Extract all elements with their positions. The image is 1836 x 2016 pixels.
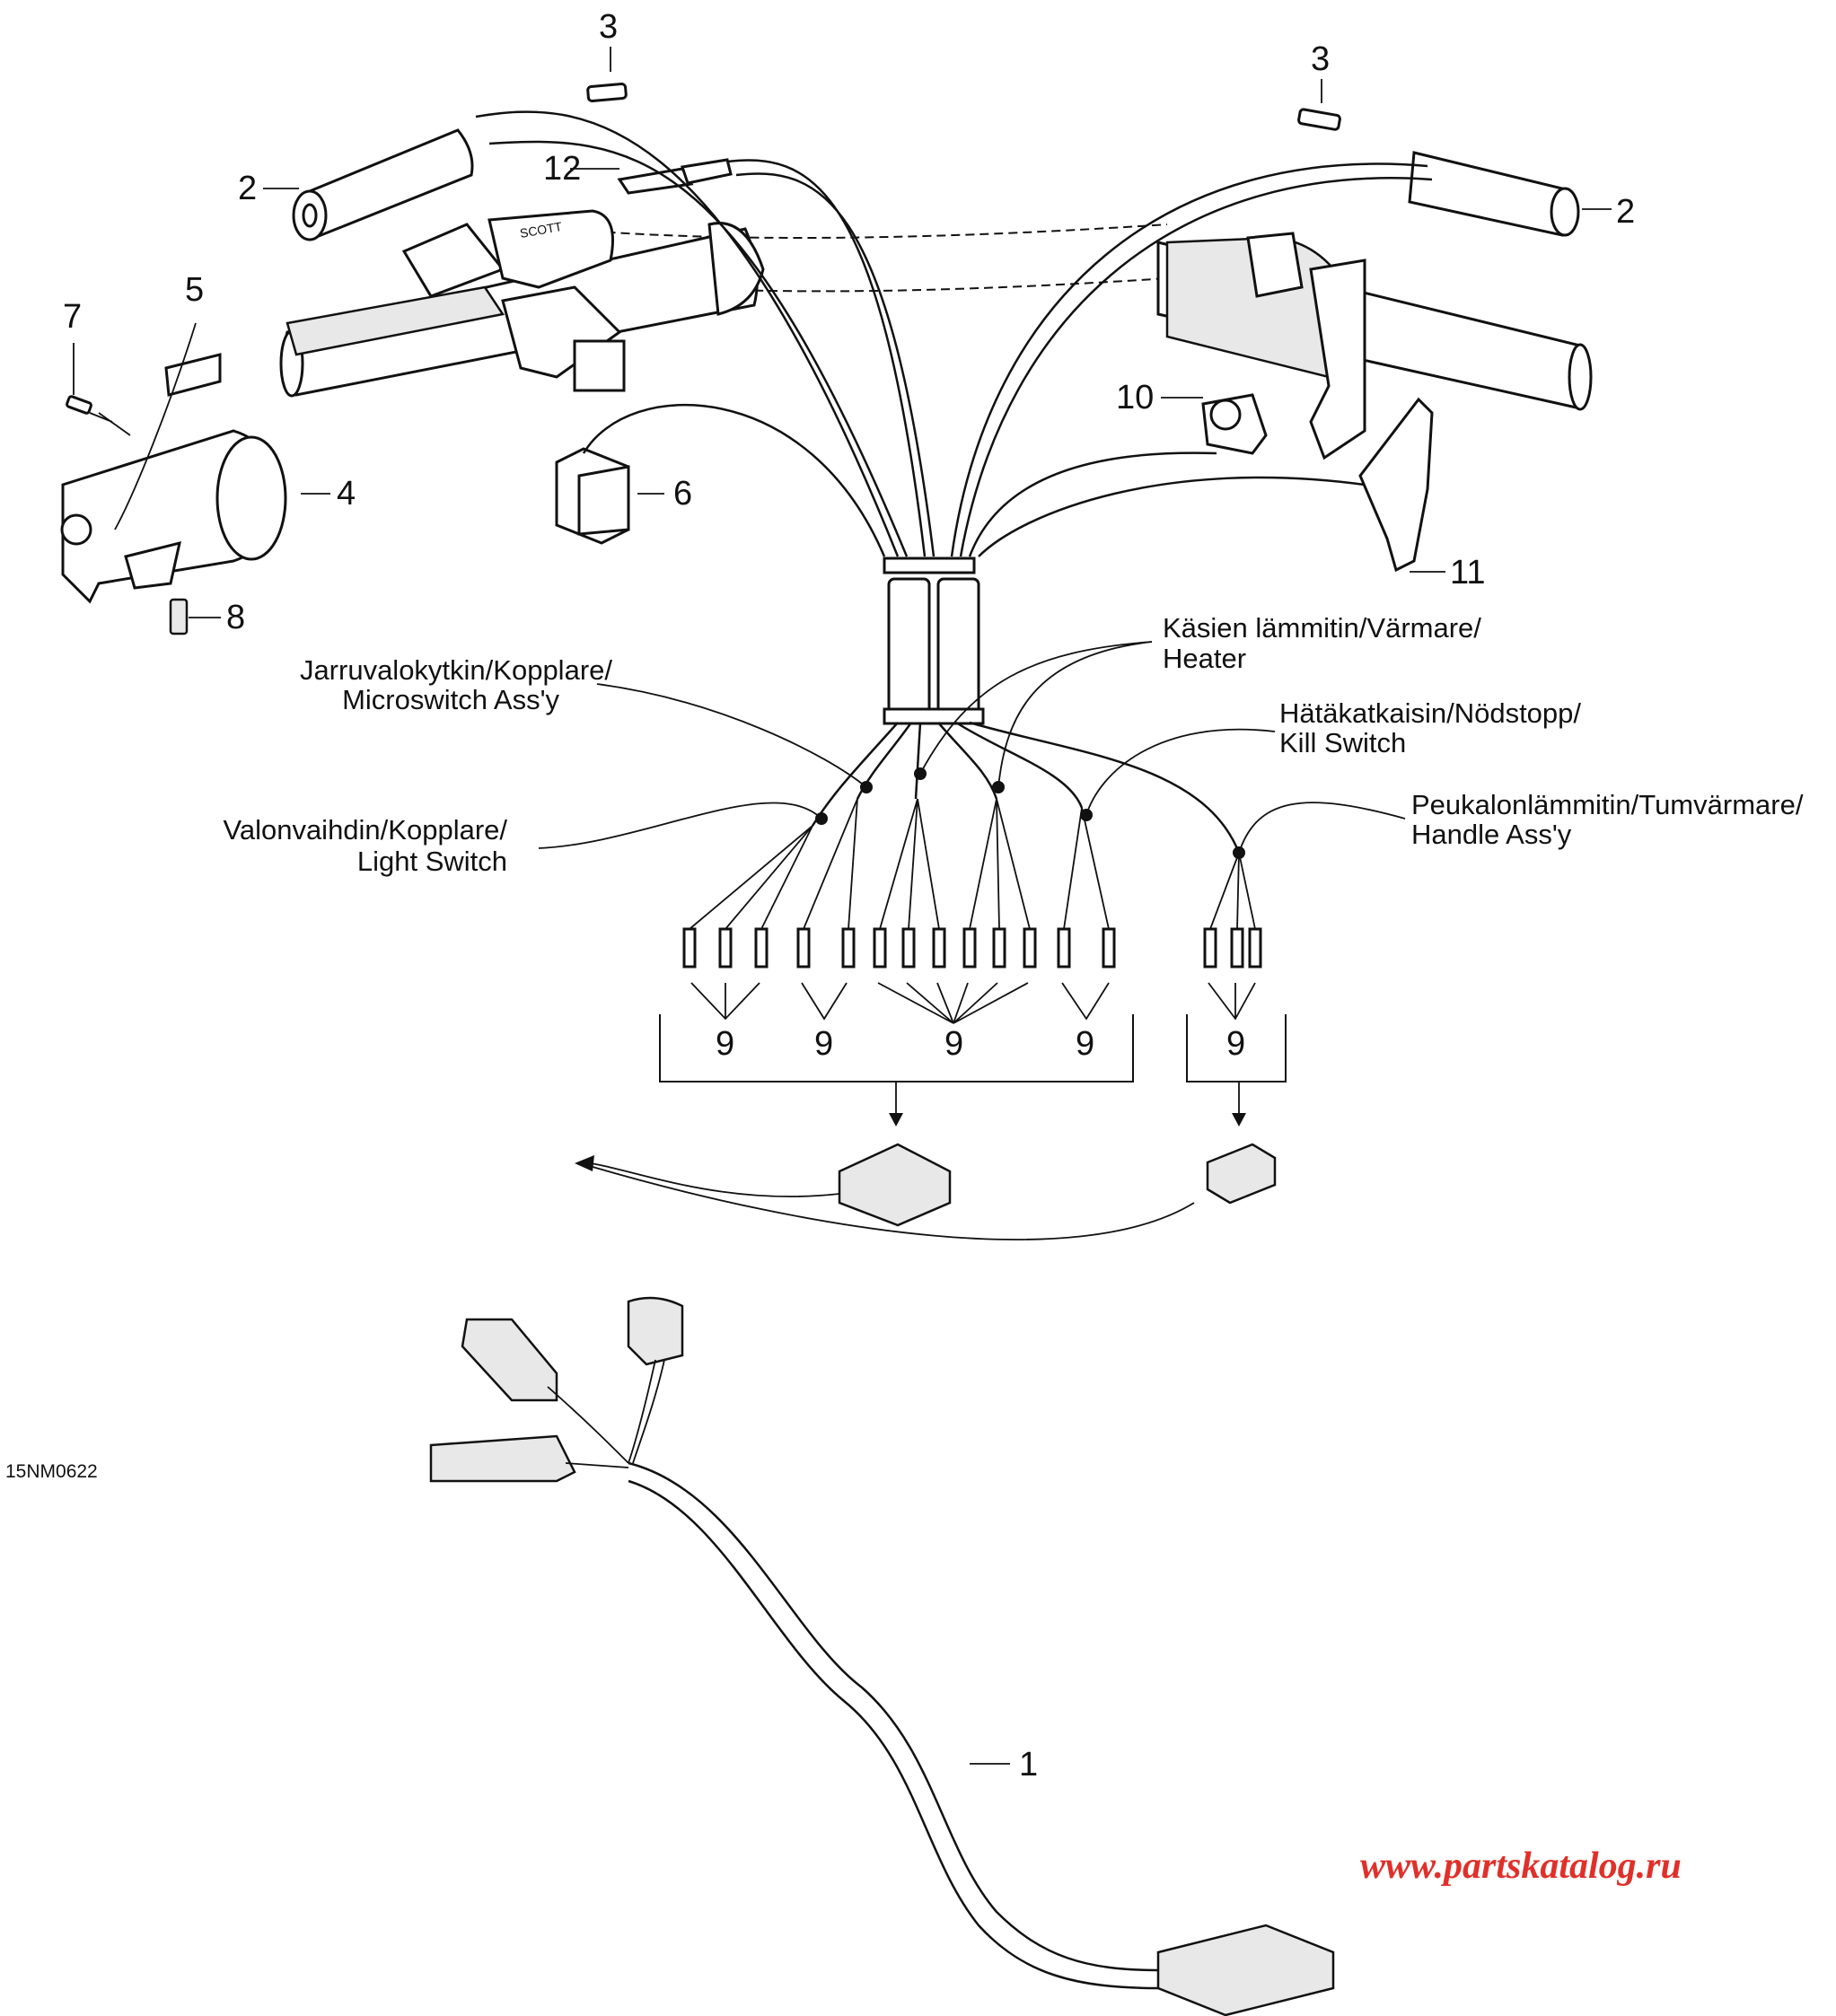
brake-lever-assembly: SCOTT — [286, 209, 765, 392]
switch-housing — [60, 429, 287, 604]
set-screw — [169, 598, 189, 635]
callout-12: 12 — [543, 150, 581, 188]
handle-label-line1: Peukalonlämmitin/Tumvärmare/ — [1411, 789, 1804, 820]
callout-2-left: 2 — [238, 170, 257, 207]
callout-9-a: 9 — [716, 1025, 734, 1063]
grip-right — [1408, 151, 1580, 237]
callout-11: 11 — [1450, 554, 1485, 592]
terminal-pointers — [690, 982, 1256, 1024]
heater-label-line1: Käsien lämmitin/Värmare/ — [1163, 612, 1481, 644]
screw — [66, 395, 113, 423]
grip-left — [292, 128, 474, 241]
callout-6: 6 — [673, 475, 692, 513]
switch-cap — [1201, 393, 1268, 455]
pin-right — [1297, 108, 1341, 131]
harness-fanout — [689, 721, 1256, 930]
throttle-lever — [1358, 397, 1434, 573]
callout-5: 5 — [185, 271, 204, 309]
sensor-probe — [617, 158, 733, 195]
harness-labels: Käsien lämmitin/Värmare/ Heater Jarruval… — [223, 612, 1803, 877]
relay-block — [555, 447, 630, 545]
callout-7: 7 — [63, 298, 82, 336]
harness-upper-wires — [475, 110, 1433, 557]
pin-left — [586, 83, 628, 102]
kill-switch-label-line1: Hätäkatkaisin/Nödstopp/ — [1279, 697, 1581, 729]
microswitch-label-line2: Microswitch Ass'y — [342, 684, 559, 715]
callout-4: 4 — [337, 475, 356, 513]
decal — [164, 353, 222, 397]
callout-9-c: 9 — [944, 1025, 963, 1063]
handle-label-line2: Handle Ass'y — [1411, 819, 1572, 850]
light-switch-label-line1: Valonvaihdin/Kopplare/ — [223, 814, 507, 846]
callout-3-right: 3 — [1311, 40, 1330, 78]
main-harness — [429, 1296, 1335, 2016]
callout-1: 1 — [1019, 1746, 1038, 1784]
callout-3-left: 3 — [599, 8, 618, 46]
light-switch-label-line2: Light Switch — [357, 846, 507, 877]
callout-9-e: 9 — [1226, 1025, 1245, 1063]
callout-8: 8 — [226, 599, 245, 636]
heater-label-line2: Heater — [1163, 643, 1246, 674]
group-brackets — [659, 1014, 1287, 1126]
harness-sleeve — [883, 557, 985, 725]
microswitch-label-line1: Jarruvalokytkin/Kopplare/ — [300, 654, 612, 686]
leader-lines — [73, 47, 1612, 1765]
callout-2-right: 2 — [1616, 193, 1635, 231]
callout-numbers: 1 2 2 3 3 4 5 6 7 8 9 9 9 9 9 10 11 12 — [63, 8, 1635, 1784]
callout-9-b: 9 — [814, 1025, 833, 1063]
watermark: www.partskatalog.ru — [1360, 1845, 1682, 1887]
kill-switch-label-line2: Kill Switch — [1279, 727, 1406, 758]
connector-housings — [575, 1143, 1277, 1240]
diagram-code: 15NM0622 — [5, 1461, 98, 1482]
callout-10: 10 — [1116, 379, 1154, 416]
terminals — [682, 927, 1262, 969]
callout-9-d: 9 — [1076, 1025, 1094, 1063]
throttle-housing — [1165, 232, 1366, 460]
